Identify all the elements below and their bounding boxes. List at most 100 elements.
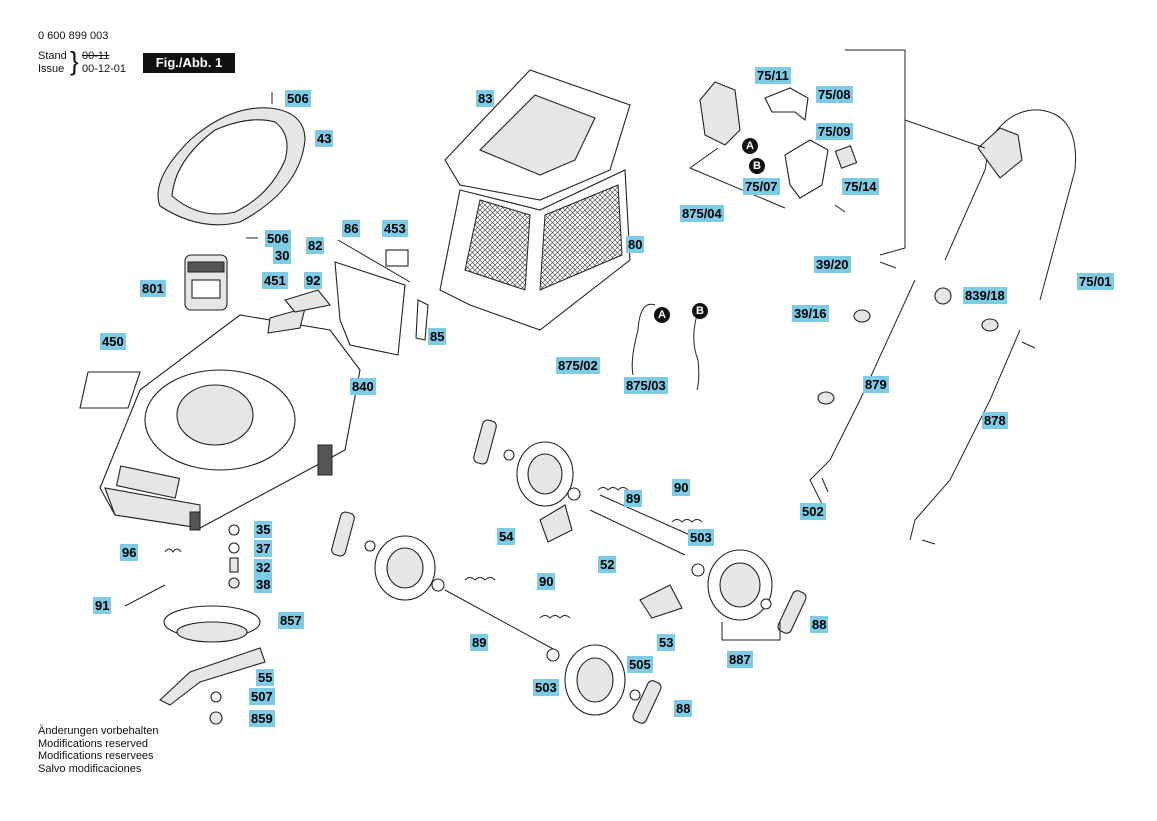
handle-bracket-line [845,49,906,256]
footer-line-es: Salvo modificaciones [38,762,142,775]
cap-88-d [632,680,662,724]
callout-label: 75/07 [743,178,780,195]
stand-value: 00-11 [82,50,110,62]
upper-handle [944,109,1077,301]
callout-label: 83 [476,90,495,107]
callout-label: 90 [537,573,556,590]
footer-line-de: Änderungen vorbehalten [38,725,159,737]
callout-label: 30 [273,247,292,264]
callout-label: 37 [254,540,273,557]
switch-housing [699,81,858,199]
callout-label: 91 [93,597,112,614]
callout-label: 875/02 [556,357,600,374]
screw-502 [821,477,829,493]
callout-label: 503 [533,679,559,696]
callout-label: 82 [306,237,325,254]
screw-b [1021,341,1036,349]
callout-label: 451 [262,272,288,289]
callout-label: 90 [672,479,691,496]
callout-label: 75/01 [1077,273,1114,290]
callout-label: 506 [285,90,311,107]
washer-37 [228,542,240,554]
knob-839-18 [934,287,952,305]
nut-38 [228,577,240,589]
connector-b-2: B [692,303,708,319]
group-887 [721,622,781,641]
brace-glyph: } [70,46,79,76]
callout-label: 840 [350,378,376,395]
fan-857 [163,605,261,643]
callout-label: 88 [810,616,829,633]
issue-value: 00-12-01 [82,63,127,75]
callout-label: 52 [598,556,617,573]
part-92 [284,289,331,313]
callout-label: 89 [624,490,643,507]
wheel-front-left [374,535,436,601]
callout-label: 39/20 [814,256,851,273]
nut-39-16-b [817,391,835,405]
connector-a-1: A [742,138,758,154]
callout-label: 75/09 [816,123,853,140]
callout-label: 839/18 [963,287,1007,304]
label-451 [267,307,306,334]
wheel-front-right [707,549,773,621]
wheel-rear-left [516,441,574,507]
callout-label: 35 [254,521,273,538]
lower-handle-878 [909,329,1021,541]
callout-label: 502 [800,503,826,520]
washer-c [760,598,772,610]
callout-label: 801 [140,280,166,297]
lower-handle-879 [809,279,916,511]
issue-label: Issue [38,63,65,75]
callout-label: 96 [120,544,139,561]
footer-line-fr: Modifications reservees [38,750,154,762]
cap-88 [473,419,497,465]
hood-cover [157,107,306,226]
mower-deck [99,314,361,531]
callout-label: 450 [100,333,126,350]
spring [597,487,629,491]
callout-label: 38 [254,576,273,593]
callout-label: 32 [254,559,273,576]
bracket-875-04 [689,167,786,209]
bolt-32 [229,557,239,573]
washer-35 [228,524,240,536]
spring-90-b [539,615,571,619]
grass-box [439,69,631,331]
spring-90 [671,519,703,523]
bracket-54 [539,504,573,543]
washer-e [364,540,376,552]
knob [981,318,999,332]
callout-label: 39/16 [792,305,829,322]
cap-88-b [331,511,355,557]
cap-88-c [777,590,807,634]
washer-b [431,578,445,592]
label-453 [385,249,409,267]
washer-503-b [546,648,560,662]
axle-89 [444,589,556,651]
cable-a [631,303,656,376]
bracket-53 [639,584,683,619]
part-number: 0 600 899 003 [38,30,109,42]
callout-label: 875/04 [680,205,724,222]
callout-label: 86 [342,220,361,237]
callout-label: 453 [382,220,408,237]
axle-89-b [599,494,691,536]
washer-507 [210,691,222,703]
screw-75-14 [834,204,846,213]
nut-859 [209,711,223,725]
callout-label: 53 [657,634,676,651]
screw-91 [124,584,166,607]
footer-line-en: Modifications reserved [38,737,149,750]
callout-label: 857 [278,612,304,629]
washer-a [567,487,581,501]
callout-label: 92 [304,272,323,289]
spring-96 [164,548,182,553]
screw-39-20 [879,261,897,269]
callout-label: 506 [265,230,291,247]
callout-label: 875/03 [624,377,668,394]
callout-label: 80 [626,236,645,253]
callout-label: 75/11 [755,67,791,84]
callout-label: 879 [863,376,889,393]
